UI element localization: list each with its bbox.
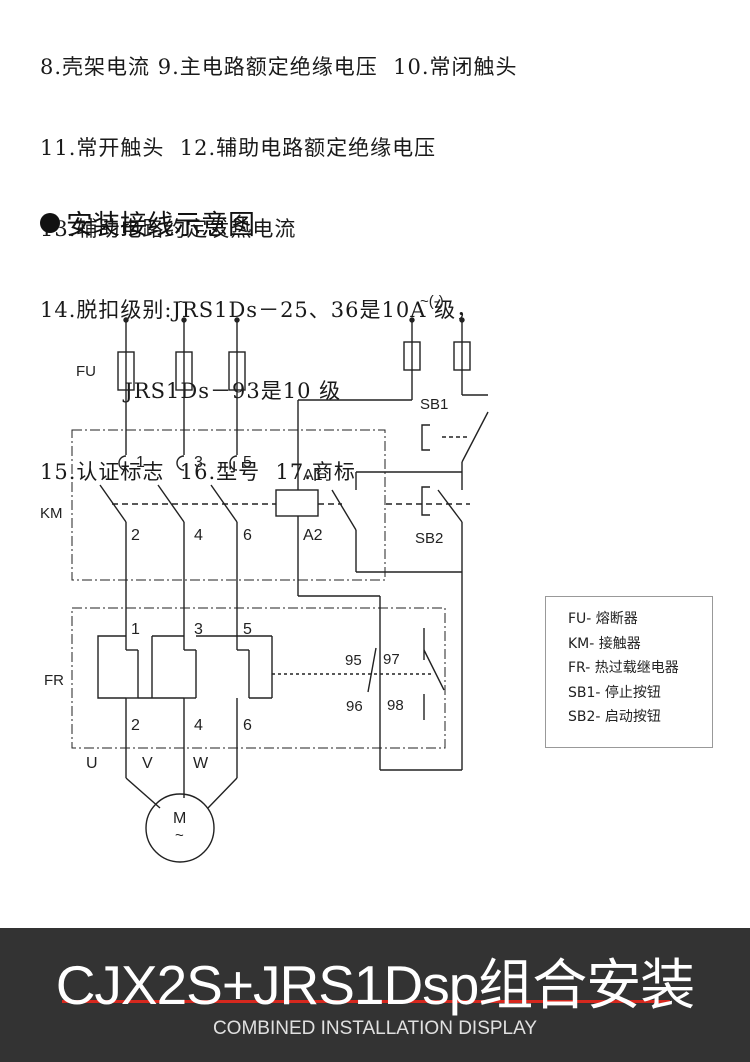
fr-contact-label: 96 [346,698,363,715]
fr-contact-label: 95 [345,652,362,669]
phase-label: V [142,755,153,772]
km-aux-contact [331,489,357,531]
fr-contact-label: 97 [383,651,400,668]
fr-terminal-label: 6 [243,717,252,734]
motor-ac-symbol: ~ [175,827,184,844]
km-terminal-label: 6 [243,527,252,544]
ac-symbol: ~ [178,294,187,311]
km-terminal-label: 3 [194,454,203,471]
legend-line: 15.认证标志 16.型号 17.商标 [40,460,356,484]
coil-a1-label: A1 [303,467,323,484]
banner-subtitle: COMBINED INSTALLATION DISPLAY [212,1018,538,1039]
footer-banner: CJX2S+JRS1Dsp组合安装 COMBINED INSTALLATION … [0,928,750,1062]
motor-label: M [173,810,186,827]
fr-terminal-label: 2 [131,717,140,734]
fr-terminal-label: 1 [131,621,140,638]
fr-label: FR [44,672,64,689]
wiring-diagram: ~ ~(-) FU KM FR SB1 SB2 A1 A2 1 3 5 2 4 … [40,293,489,863]
km-terminal-label: 1 [136,454,145,471]
phase-label: W [193,755,209,772]
fr-terminal-label: 5 [243,621,252,638]
km-label: KM [40,505,63,522]
sb2-label: SB2 [415,530,443,547]
component-key: FU- 熔断器 KM- 接触器 FR- 热过载继电器 SB1- 停止按钮 SB2… [545,596,713,748]
fr-terminal-label: 3 [194,621,203,638]
fu-label: FU [76,363,96,380]
sb1-contact [461,411,489,463]
spec-legend: 8.壳架电流 9.主电路额定绝缘电压 10.常闭触头 11.常开触头 12.辅助… [40,0,518,513]
title-underline [62,1000,670,1003]
km-terminal-label: 4 [194,527,203,544]
key-item: KM- 接触器 [568,635,641,652]
km-coil [275,489,319,517]
control-supply-label: ~(-) [420,293,444,310]
legend-line: 14.脱扣级别:JRS1Ds－25、36是10A 级， [40,298,479,322]
fr-nc-contact [367,647,377,693]
phase-label: U [86,755,98,772]
km-main-contact [157,484,185,523]
key-item: FR- 热过载继电器 [568,660,679,676]
key-item: SB1- 停止按钮 [568,684,661,701]
bullet-icon [40,213,60,233]
km-terminal-label: 2 [131,527,140,544]
key-item: FU- 熔断器 [568,611,638,627]
banner-title: CJX2S+JRS1Dsp组合安装 [55,954,696,1016]
fr-terminal-label: 4 [194,717,203,734]
section-title-text: 安装接线示意图 [66,210,255,241]
fr-contact-label: 98 [387,697,404,714]
sb2-contact [437,489,463,523]
key-item: SB2- 启动按钮 [568,709,661,725]
fr-no-contact [423,649,445,691]
motor-symbol [145,793,215,863]
km-terminal-label: 5 [243,454,252,471]
legend-line: JRS1Ds－93是10 级 [40,379,342,403]
legend-line: 11.常开触头 12.辅助电路额定绝缘电压 [40,136,437,160]
legend-line: 13.辅助电路约定发热电流 [40,217,297,241]
sb1-label: SB1 [420,396,448,413]
section-title: 安装接线示意图 [40,203,255,242]
fr-thermal-element [97,635,126,699]
coil-a2-label: A2 [303,527,323,544]
legend-line: 8.壳架电流 9.主电路额定绝缘电压 10.常闭触头 [40,55,518,79]
